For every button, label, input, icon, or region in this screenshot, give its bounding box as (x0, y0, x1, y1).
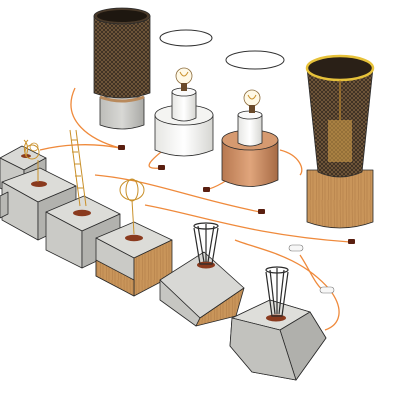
cable-plugs (118, 145, 355, 244)
concrete-cube-lamp-6 (229, 266, 327, 381)
cable-switches (288, 244, 335, 294)
copper-pot-bulb-lamp (221, 89, 279, 187)
floating-ring-right (225, 50, 285, 70)
floating-ring-left (159, 29, 213, 47)
concrete-cube-lamp-5 (159, 222, 245, 327)
concrete-cube-lamp-7 (0, 191, 9, 219)
tall-mesh-cone-lamp (305, 54, 375, 229)
white-pot-bulb-lamp-left (154, 67, 214, 157)
concrete-cube-lamp-4 (95, 178, 173, 297)
mesh-cylinder-lamp (93, 7, 151, 130)
